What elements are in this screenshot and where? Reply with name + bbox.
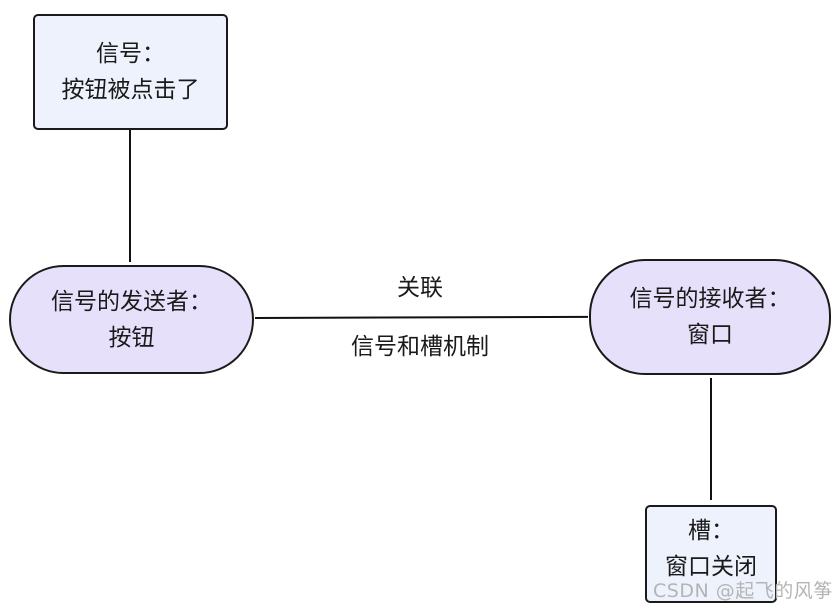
sender-node: 信号的发送者： 按钮 [9,265,254,374]
slot-node-title: 槽： [688,518,734,544]
signal-node: 信号： 按钮被点击了 [33,14,228,130]
receiver-node: 信号的接收者： 窗口 [589,259,831,375]
signal-node-text: 按钮被点击了 [61,77,200,103]
edge-label-mechanism: 信号和槽机制 [351,334,489,360]
sender-node-text: 按钮 [108,324,155,351]
receiver-node-text: 窗口 [687,322,733,348]
receiver-node-title: 信号的接收者： [629,286,791,312]
receiver-to-slot-connector [710,378,712,500]
signal-to-sender-connector [129,130,131,262]
signal-node-title: 信号： [96,41,165,67]
slot-node-text: 窗口关闭 [665,554,757,580]
sender-node-title: 信号的发送者： [51,288,212,315]
slot-node: 槽： 窗口关闭 [645,505,777,603]
watermark: CSDN @起飞的风筝 [653,580,833,602]
sender-to-receiver-connector [254,315,589,319]
edge-label-association: 关联 [397,275,443,301]
